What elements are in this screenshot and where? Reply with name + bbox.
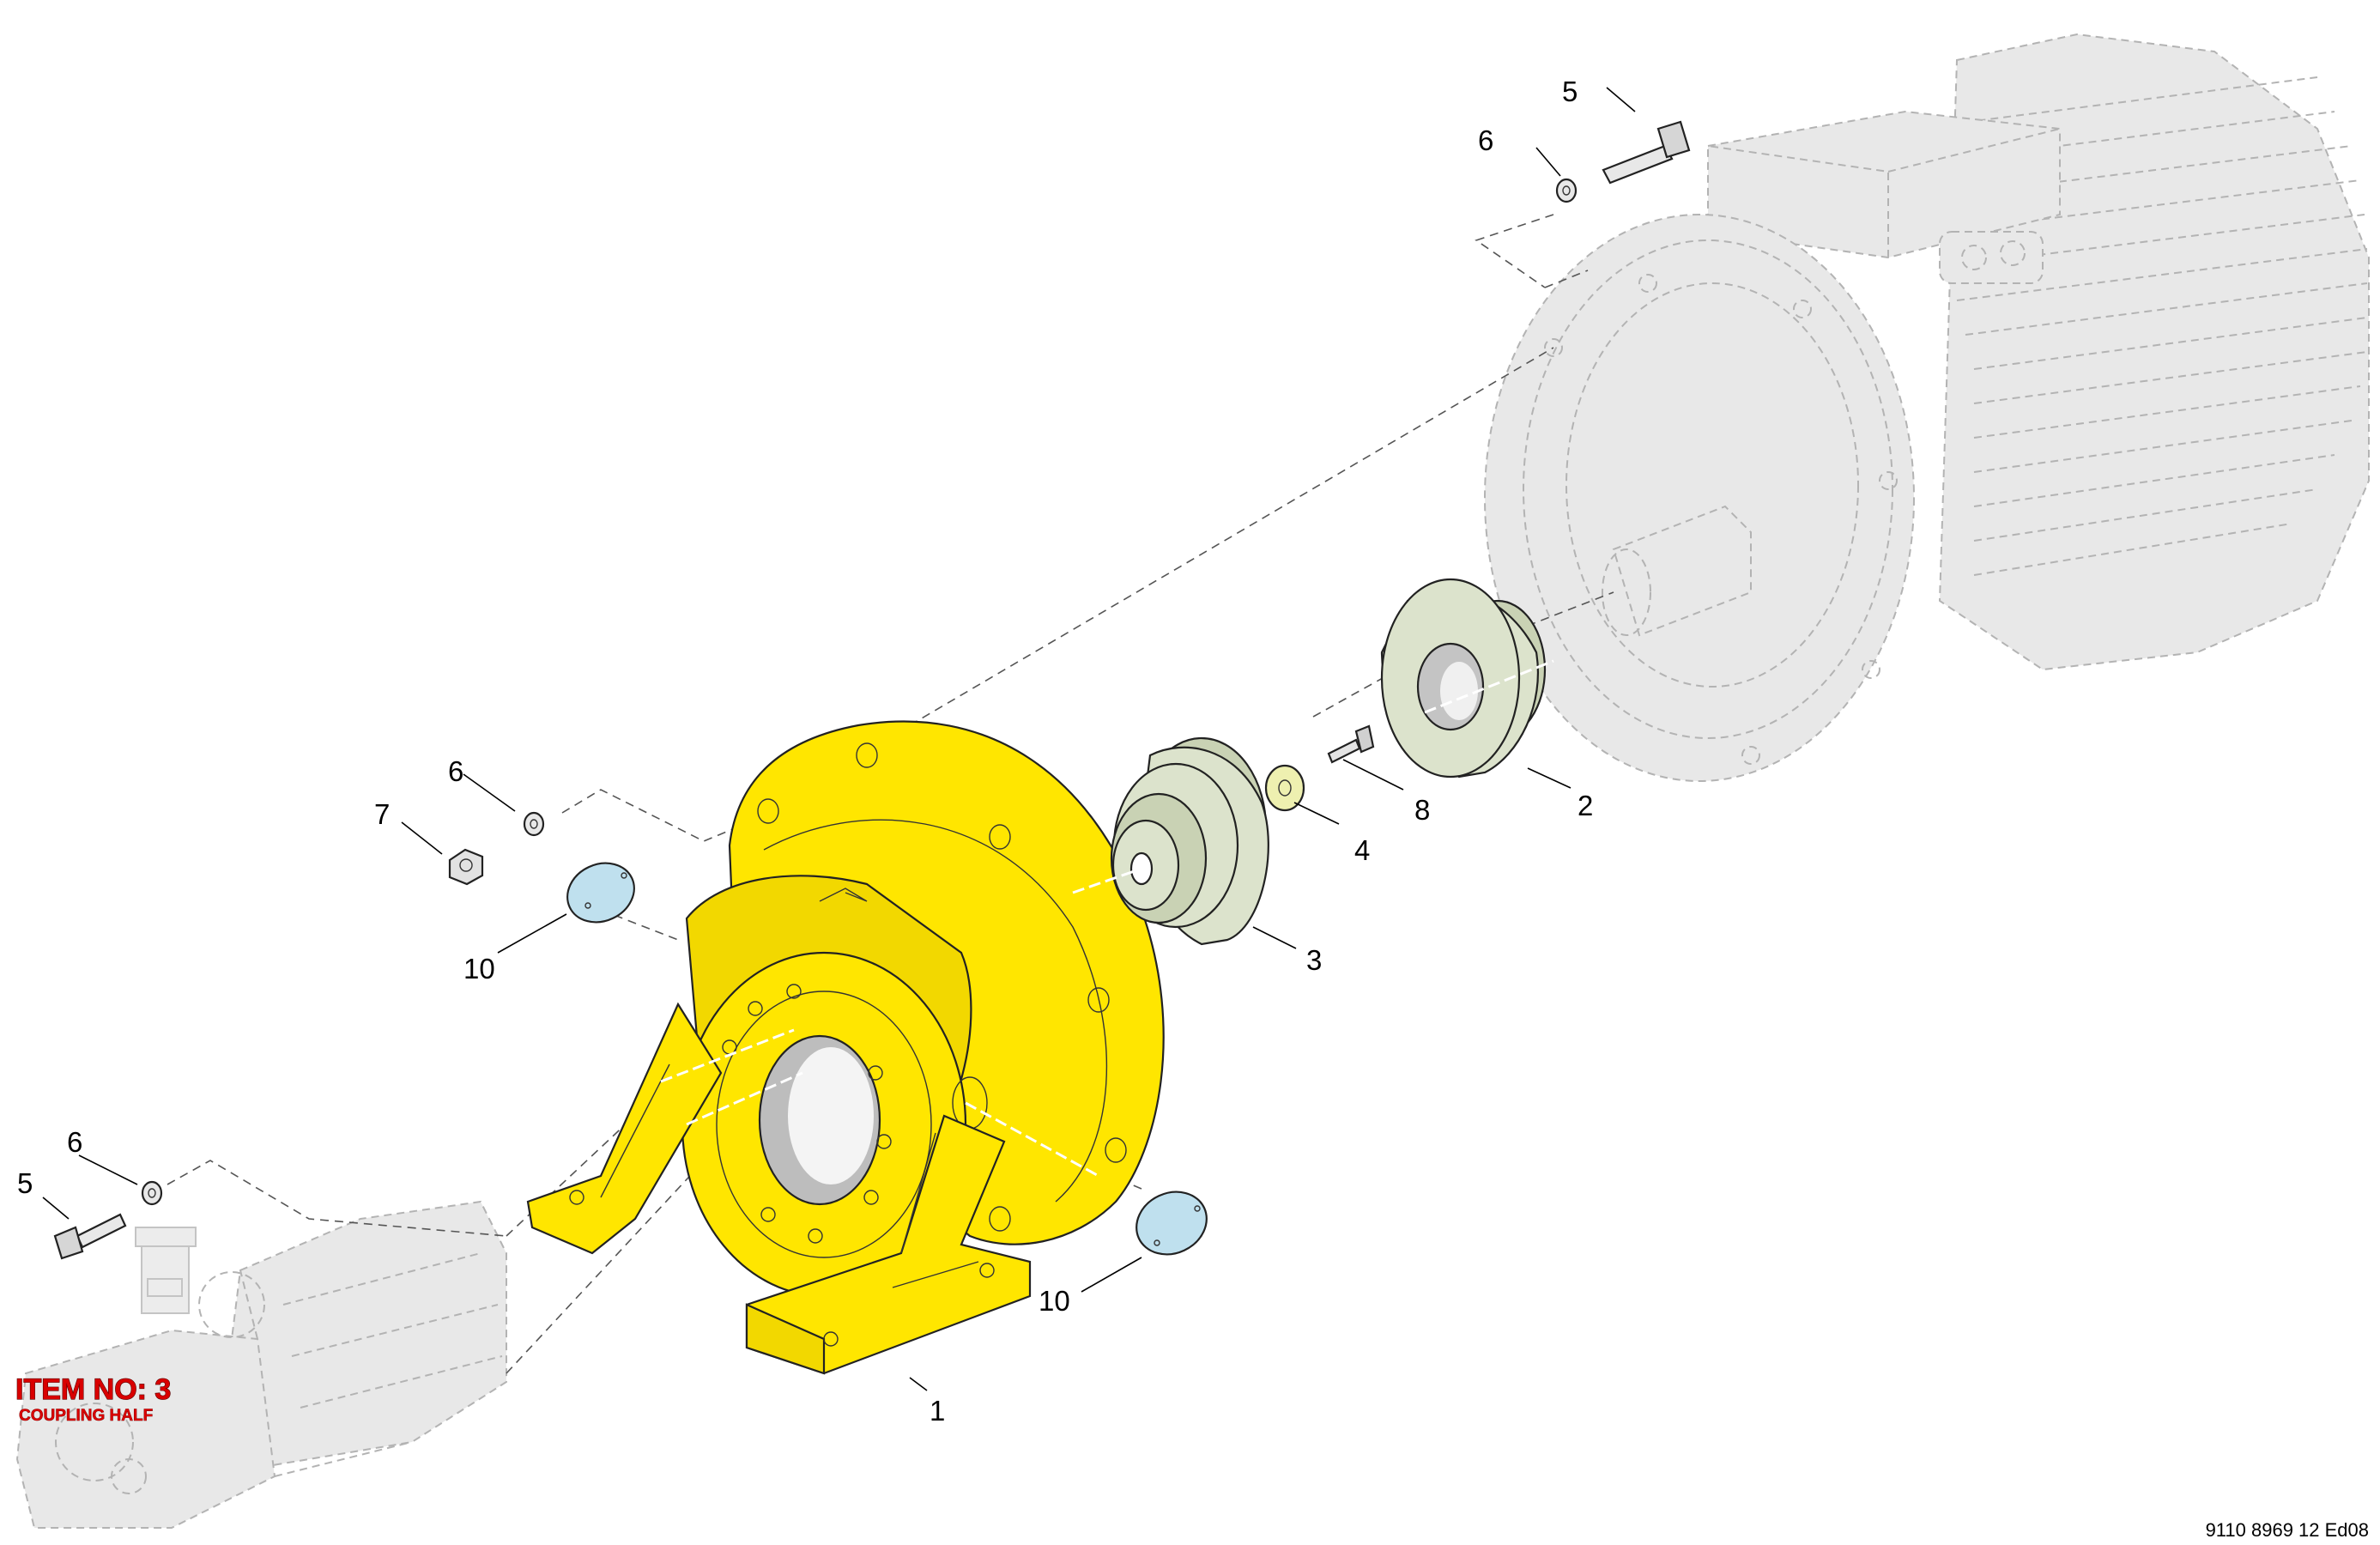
callout-1: 1 bbox=[930, 1395, 945, 1427]
pump-rear-body bbox=[15, 1329, 276, 1529]
callout-7: 7 bbox=[374, 798, 390, 830]
callout-5-left: 5 bbox=[17, 1167, 33, 1199]
callout-6-mid: 6 bbox=[448, 755, 463, 787]
callout-5-top: 5 bbox=[1562, 76, 1578, 107]
shaft-axis-lines bbox=[660, 1028, 1099, 1178]
callout-10-mid: 10 bbox=[463, 953, 495, 985]
part-10-cover-plate-lower bbox=[1135, 1191, 1208, 1256]
part-5-bolt-left bbox=[53, 1213, 127, 1260]
item-badge-title: ITEM NO: 3 bbox=[15, 1373, 171, 1406]
item-badge-subtitle: COUPLING HALF bbox=[19, 1407, 153, 1425]
part-3-coupling-half bbox=[1072, 736, 1269, 946]
part-6-washer-top bbox=[1555, 178, 1578, 203]
callout-labels: 1 2 3 4 5 6 6 7 8 10 10 6 5 bbox=[17, 76, 1593, 1427]
callout-10-low: 10 bbox=[1039, 1285, 1070, 1317]
callout-3: 3 bbox=[1306, 944, 1322, 976]
hydraulic-pump-ghost bbox=[15, 1200, 507, 1529]
part-7-nut bbox=[448, 848, 484, 886]
callout-6-top: 6 bbox=[1478, 124, 1493, 156]
motor-shaft bbox=[1612, 505, 1752, 637]
part-8-screw bbox=[1327, 724, 1375, 764]
pump-port-fittings bbox=[135, 1227, 197, 1314]
electric-motor-ghost bbox=[1484, 33, 2370, 782]
part-10-cover-plate-upper bbox=[566, 862, 635, 924]
item-badge: ITEM NO: 3 COUPLING HALF bbox=[15, 1372, 172, 1425]
motor-flange bbox=[1484, 214, 1915, 782]
part-6-washer-left bbox=[141, 1180, 163, 1206]
part-6-washer-mid bbox=[523, 811, 545, 837]
part-5-bolt-top bbox=[1602, 120, 1691, 185]
callout-4: 4 bbox=[1354, 834, 1370, 866]
callout-leader-lines bbox=[42, 87, 1636, 1391]
callout-2: 2 bbox=[1578, 790, 1593, 821]
motor-cooling-fins bbox=[1913, 76, 2368, 576]
part-4-washer bbox=[1264, 764, 1305, 812]
terminal-glands bbox=[1939, 231, 2044, 284]
part-1-bell-housing bbox=[526, 720, 1165, 1375]
document-reference: 9110 8969 12 Ed08 bbox=[2206, 1519, 2369, 1541]
callout-6-left: 6 bbox=[67, 1126, 82, 1158]
callout-8: 8 bbox=[1414, 794, 1430, 826]
part-2-coupling-half bbox=[1380, 578, 1554, 779]
